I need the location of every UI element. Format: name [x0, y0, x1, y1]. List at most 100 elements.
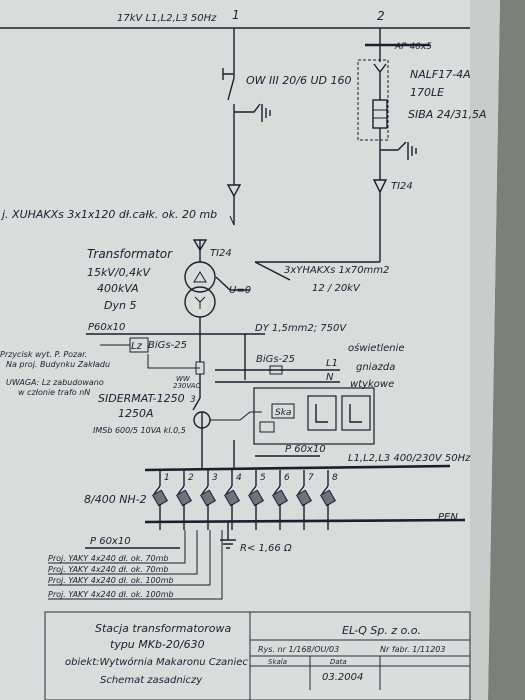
- earth-switch-right: [380, 141, 417, 160]
- lighting-label: oświetlenie: [348, 342, 405, 354]
- arrester-right: [372, 179, 388, 194]
- p60-mid-label: P 60x10: [285, 444, 326, 455]
- breaker-rating: 1250A: [118, 407, 154, 420]
- title-line-2: typu MKb-20/630: [110, 638, 205, 651]
- n-label: N: [326, 372, 334, 383]
- cable-leaders: [48, 530, 223, 600]
- warning-label-2: w członie trafo nN: [18, 388, 90, 397]
- circuit-switch-2: [177, 485, 185, 495]
- circuit-number-2: 2: [188, 473, 194, 483]
- circuit-number-6: 6: [284, 473, 290, 483]
- node-2-label: 2: [377, 9, 385, 23]
- circuit-number-1: 1: [164, 473, 170, 483]
- circuit-switch-5: [249, 485, 257, 495]
- bigs2-label: BiGs-25: [256, 354, 295, 365]
- circuit-fuse-4: [223, 489, 241, 507]
- plugs-label: wtykowe: [350, 379, 394, 390]
- meter-box: [259, 421, 275, 433]
- socket-1-symbol: [315, 404, 328, 423]
- pen-label: PEN: [438, 512, 458, 523]
- p60-bottom-label: P 60x10: [90, 536, 131, 547]
- breaker-contact: [192, 397, 201, 411]
- title-schema: Schemat zasadniczy: [100, 675, 203, 686]
- circuit-switch-6: [273, 485, 281, 495]
- circuit-switch-1: [153, 485, 161, 495]
- transformer-power: 400kVA: [97, 282, 139, 295]
- earth-resistance: R< 1,66 Ω: [240, 543, 292, 554]
- p60-top-label: P60x10: [88, 322, 125, 333]
- circuit-switch-8: [321, 485, 329, 495]
- disconnector-label: OW III 20/6 UD 160: [246, 74, 351, 87]
- node-3-label: 3: [190, 395, 196, 405]
- drawing-number: Rys. nr 1/168/OU/03: [258, 645, 339, 654]
- circuit-fuse-8: [319, 489, 337, 507]
- node-1-label: 1: [232, 8, 240, 22]
- date-label: Data: [330, 658, 347, 666]
- meter-label: IMSb 600/5 10VA kl.0,5: [93, 426, 186, 435]
- ska-label: Ska: [275, 408, 291, 418]
- ska-box: [271, 403, 295, 419]
- transformer-voltage: 15kV/0,4kV: [87, 266, 151, 279]
- supply-label: 17kV L1,L2,L3 50Hz: [117, 13, 217, 24]
- lz-wiring: [100, 344, 200, 369]
- ct-secondary-wire: [210, 411, 262, 421]
- cable-label-4: Proj. YAKY 4x240 dł. ok. 100mb: [48, 590, 174, 599]
- circuit-fuse-1: [151, 489, 169, 507]
- disconnector-blade: [227, 77, 235, 101]
- fuse-base-label: SIBA 24/31,5A: [408, 108, 487, 121]
- title-object: obiekt:Wytwórnia Makaronu Czaniec: [65, 656, 248, 668]
- fuse-rating-label: 170LE: [410, 86, 444, 99]
- circuit-number-4: 4: [236, 473, 242, 483]
- warning-label-1: UWAGA: Lz zabudowano: [6, 378, 104, 387]
- transformer-u-label: U=0: [229, 285, 251, 296]
- breaker-label: SIDERMAT-1250: [98, 392, 185, 405]
- arrester-transformer: [192, 239, 208, 252]
- paper-sheet: [0, 0, 500, 700]
- date-value: 03.2004: [322, 672, 363, 683]
- bus-voltage-label: L1,L2,L3 400/230V 50Hz: [348, 453, 471, 464]
- circuit-fuse-7: [295, 489, 313, 507]
- circuit-switch-7: [297, 485, 305, 495]
- earth-switch-left: [234, 103, 271, 122]
- factory-number: Nr fabr. 1/11203: [380, 645, 446, 654]
- sockets-label: gniazda: [356, 362, 395, 373]
- bigs1-label: BiGs-25: [148, 340, 187, 351]
- fuses-label: 8/400 NH-2: [84, 493, 147, 506]
- circuit-fuse-5: [247, 489, 265, 507]
- transformer-cable-link: [254, 261, 291, 281]
- company-name: EL-Q Sp. z o.o.: [342, 624, 421, 637]
- lz-label: Lz: [131, 341, 143, 352]
- sheet-edge-shadow: [470, 0, 500, 700]
- l1-fuse: [269, 365, 283, 375]
- circuit-fuse-2: [175, 489, 193, 507]
- circuit-switch-3: [201, 485, 209, 495]
- socket-2: [341, 395, 371, 431]
- earth-symbol: [220, 539, 236, 549]
- cable-hv-label: j. XUHAKXs 3x1x120 dł.całk. ok. 20 mb: [0, 208, 217, 221]
- circuit-fuse-3: [199, 489, 217, 507]
- arrester-right-label: TI24: [391, 181, 413, 192]
- push-button-label-1: Przycisk wyt. P. Pozar.: [0, 350, 87, 359]
- transformer-group: Dyn 5: [104, 299, 136, 312]
- cable-hv-leader: [229, 215, 235, 226]
- delta-symbol: [193, 271, 207, 283]
- cable-label-1: Proj. YAKY 4x240 dł. ok. 70mb: [48, 554, 169, 563]
- cable-label-2: Proj. YAKY 4x240 dł. ok. 70mb: [48, 565, 169, 574]
- disconnector-handle: [222, 68, 234, 80]
- l1-label: L1: [326, 358, 338, 369]
- transformer-u-leader: [215, 276, 250, 291]
- socket-2-symbol: [349, 404, 362, 423]
- lv-main-busbar: [144, 464, 451, 472]
- ww-label: WW: [176, 375, 191, 383]
- circuit-number-5: 5: [260, 473, 266, 483]
- push-button-label-2: Na proj. Budynku Zakładu: [6, 360, 110, 369]
- cable-label-3: Proj. YAKY 4x240 dł. ok. 100mb: [48, 576, 174, 585]
- cable-tr-label: 3xYHAKXs 1x70mm2: [284, 265, 389, 276]
- ww-voltage: 230VAC: [173, 382, 200, 390]
- wye-symbol: [194, 296, 206, 309]
- circuit-switch-4: [225, 485, 233, 495]
- circuit-fuse-6: [271, 489, 289, 507]
- transformer-primary-coil: [184, 261, 216, 293]
